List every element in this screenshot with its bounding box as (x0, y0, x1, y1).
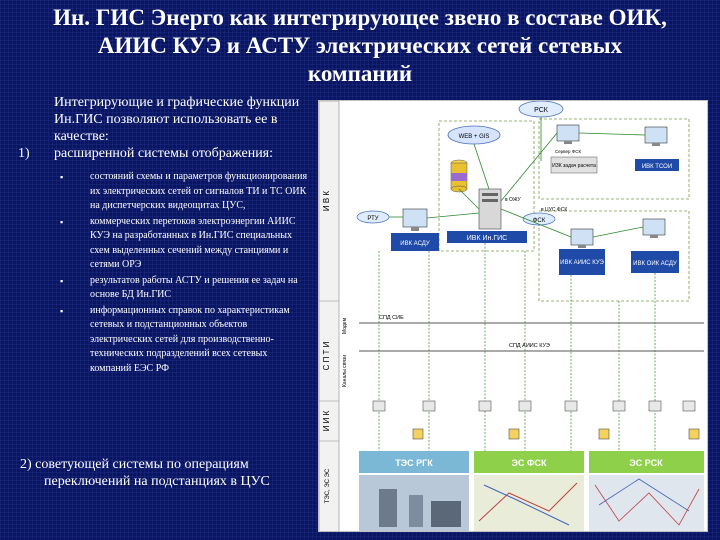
title-line-1: Ин. ГИС Энерго как интегрирующее звено в… (53, 5, 667, 30)
cloud-web-gis: WEB + GIS (459, 134, 490, 140)
grid-map-image (589, 475, 704, 531)
iik-band-label: И И К (322, 410, 331, 431)
to-oju-label: в ОЖУ (505, 197, 522, 203)
bullet-icon: ▪ (60, 275, 64, 286)
item2-line-2: переключений на подстанциях в ЦУС (44, 474, 270, 489)
to-server-fsk-label: в ЦУС ФСК (541, 207, 567, 213)
tes-band-label: ТЭС, ЭС ЭС (325, 468, 331, 503)
monitor-icon (570, 228, 594, 248)
ivk-asdu-label: ИВК АСДУ (400, 241, 430, 247)
ivk-band-label: И В К (322, 191, 331, 212)
server-fsk-label: Сервер ФСК (555, 149, 582, 154)
channels-label: Каналы связи (342, 355, 348, 387)
architecture-diagram: И В К С П Т И И И К ТЭС, ЭС ЭС Модем Кан… (318, 100, 708, 532)
ivk-tsoi-label: ИВК ТСОИ (642, 164, 672, 170)
drop-lines (378, 243, 656, 451)
item1-intro: Интегрирующие и графические функции Ин.Г… (54, 95, 300, 144)
title-line-3: компаний (307, 61, 413, 86)
bullet-icon: ▪ (60, 172, 64, 182)
meter-icons (372, 400, 696, 412)
block-tes-rgk: ТЭС РГК (395, 458, 433, 468)
list-item: ▪коммерческих перетоков электроэнергии А… (60, 215, 296, 271)
item1-lead: расширенной системы отображения: (54, 146, 274, 161)
grid-map-image (474, 475, 584, 531)
title-line-2: АИИС КУЭ и АСТУ электрических сетей сете… (97, 33, 623, 58)
cloud-rtu: РТУ (367, 216, 378, 222)
spd-sie-label: СПД СИЕ (379, 315, 404, 321)
bullet-icon: ▪ (60, 216, 64, 227)
server-icon (478, 188, 502, 230)
database-icon (450, 159, 468, 193)
izk-calc-label: ИЗК задач расчета (552, 163, 596, 169)
network-links (389, 117, 646, 238)
monitor-icon (642, 218, 666, 238)
monitor-icon (644, 126, 668, 146)
cloud-rsk: РСК (534, 107, 549, 114)
cloud-fsk: ФСК (533, 218, 546, 224)
ivk-in-gis-label: ИВК Ин.ГИС (467, 235, 507, 242)
slide-title: Ин. ГИС Энерго как интегрирующее звено в… (10, 4, 710, 88)
monitor-icon (402, 208, 428, 231)
sptn-band-label: С П Т И (322, 341, 331, 370)
block-es-fsk: ЭС ФСК (511, 458, 547, 468)
list-item: ▪результатов работы АСТУ и решения ее за… (60, 274, 298, 301)
item2-line-1: 2) советующей системы по операциям (20, 457, 249, 472)
text-column: Интегрирующие и графические функции Ин.Г… (18, 94, 310, 377)
item2: 2) советующей системы по операциям перек… (20, 456, 310, 490)
item1-number: 1) (18, 146, 30, 161)
block-es-rsk: ЭС РСК (629, 458, 663, 468)
spd-aiis-label: СПД АИИС КУЭ (509, 343, 550, 349)
ivk-oik-asdu-label: ИВК ОИК АСДУ (633, 261, 677, 267)
power-plant-image (359, 475, 469, 531)
bullet-list: ▪состояний схемы и параметров функционир… (18, 170, 310, 376)
modem-label: Модем (342, 317, 348, 334)
bullet-icon: ▪ (60, 305, 64, 316)
diagram-svg: И В К С П Т И И И К ТЭС, ЭС ЭС Модем Кан… (319, 101, 704, 531)
monitor-icon (556, 124, 580, 144)
device-icons (412, 428, 700, 440)
list-item: ▪состояний схемы и параметров функционир… (60, 171, 308, 211)
ivk-aiis-kue-label: ИВК АИИС КУЭ (560, 260, 604, 266)
list-item: ▪информационных справок по характеристик… (60, 304, 290, 374)
